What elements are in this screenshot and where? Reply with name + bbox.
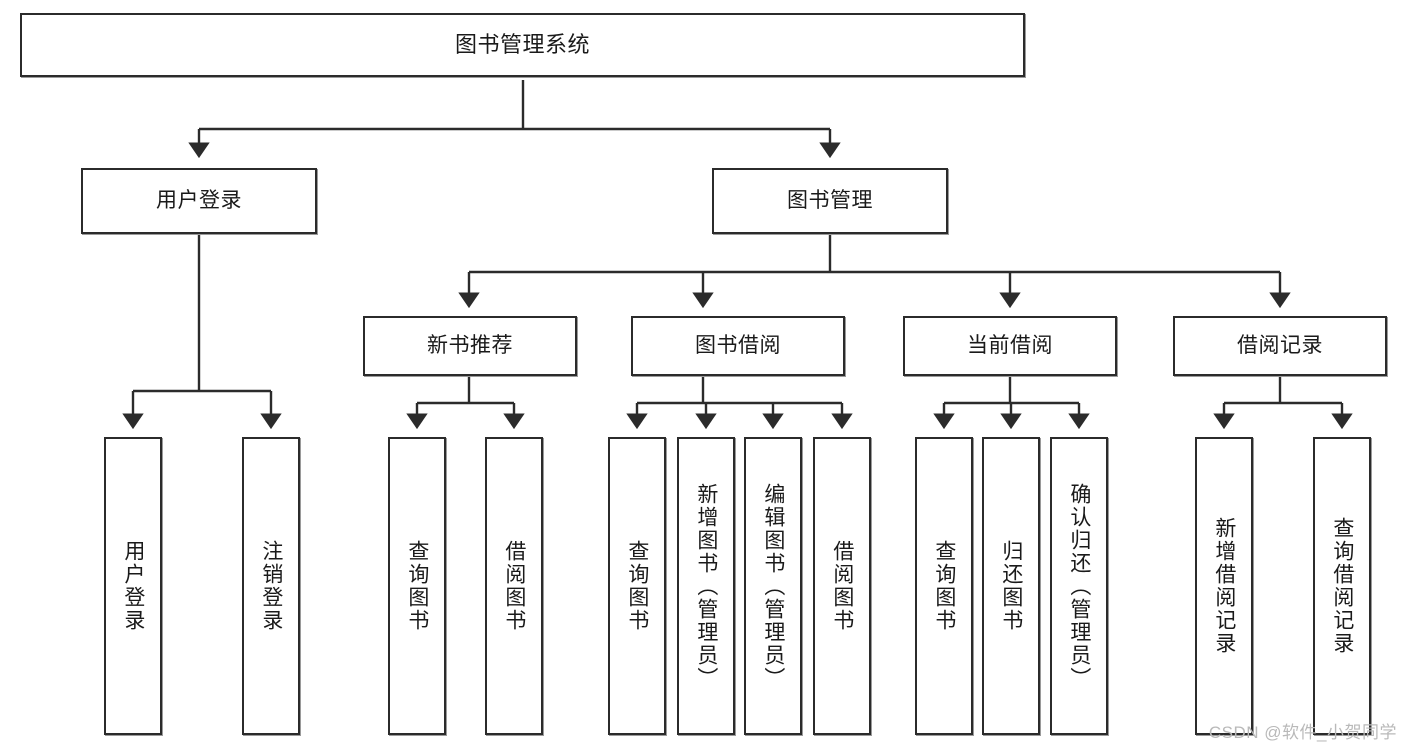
node-leaf-borrowrecord-query-record[interactable]: 查询借阅记录 — [1313, 437, 1371, 735]
node-leaf-bookborrow-edit-book[interactable]: 编辑图书（管理员） — [744, 437, 802, 735]
node-leaf-borrowrecord-add-record[interactable]: 新增借阅记录 — [1195, 437, 1253, 735]
node-leaf-bookborrow-borrow-book-label: 借阅图书 — [830, 540, 854, 632]
node-leaf-currentborrow-return-book[interactable]: 归还图书 — [982, 437, 1040, 735]
node-leaf-newbook-query-book[interactable]: 查询图书 — [388, 437, 446, 735]
node-leaf-borrowrecord-add-record-label: 新增借阅记录 — [1212, 517, 1236, 655]
node-book-borrow-label: 图书借阅 — [695, 333, 781, 357]
node-current-borrow-label: 当前借阅 — [967, 333, 1053, 357]
node-current-borrow[interactable]: 当前借阅 — [903, 316, 1117, 376]
node-user-login-label: 用户登录 — [156, 188, 242, 212]
node-leaf-bookborrow-query-book[interactable]: 查询图书 — [608, 437, 666, 735]
node-leaf-newbook-borrow-book-label: 借阅图书 — [502, 540, 526, 632]
node-leaf-bookborrow-borrow-book[interactable]: 借阅图书 — [813, 437, 871, 735]
node-root-label: 图书管理系统 — [454, 32, 590, 58]
node-new-book-recommend[interactable]: 新书推荐 — [363, 316, 577, 376]
node-borrow-record[interactable]: 借阅记录 — [1173, 316, 1387, 376]
node-user-login[interactable]: 用户登录 — [81, 168, 317, 234]
node-leaf-borrowrecord-query-record-label: 查询借阅记录 — [1330, 517, 1354, 655]
node-leaf-bookborrow-query-book-label: 查询图书 — [625, 540, 649, 632]
node-leaf-bookborrow-add-book-label: 新增图书（管理员） — [694, 482, 718, 690]
node-root[interactable]: 图书管理系统 — [20, 13, 1025, 77]
node-leaf-logout-label: 注销登录 — [259, 540, 283, 632]
node-leaf-currentborrow-confirm-return[interactable]: 确认归还（管理员） — [1050, 437, 1108, 735]
node-leaf-bookborrow-add-book[interactable]: 新增图书（管理员） — [677, 437, 735, 735]
node-book-manage-label: 图书管理 — [787, 188, 873, 212]
node-book-borrow[interactable]: 图书借阅 — [631, 316, 845, 376]
node-leaf-newbook-borrow-book[interactable]: 借阅图书 — [485, 437, 543, 735]
node-leaf-currentborrow-query-book[interactable]: 查询图书 — [915, 437, 973, 735]
node-leaf-bookborrow-edit-book-label: 编辑图书（管理员） — [761, 482, 785, 690]
watermark-text: CSDN @软件_小贺同学 — [1208, 723, 1397, 742]
node-leaf-currentborrow-confirm-return-label: 确认归还（管理员） — [1067, 482, 1091, 690]
node-leaf-user-login-label: 用户登录 — [121, 540, 145, 632]
node-leaf-user-login[interactable]: 用户登录 — [104, 437, 162, 735]
node-borrow-record-label: 借阅记录 — [1237, 333, 1323, 357]
node-leaf-logout[interactable]: 注销登录 — [242, 437, 300, 735]
node-new-book-recommend-label: 新书推荐 — [427, 333, 513, 357]
node-leaf-currentborrow-return-book-label: 归还图书 — [999, 540, 1023, 632]
node-leaf-currentborrow-query-book-label: 查询图书 — [932, 540, 956, 632]
node-leaf-newbook-query-book-label: 查询图书 — [405, 540, 429, 632]
node-book-manage[interactable]: 图书管理 — [712, 168, 948, 234]
